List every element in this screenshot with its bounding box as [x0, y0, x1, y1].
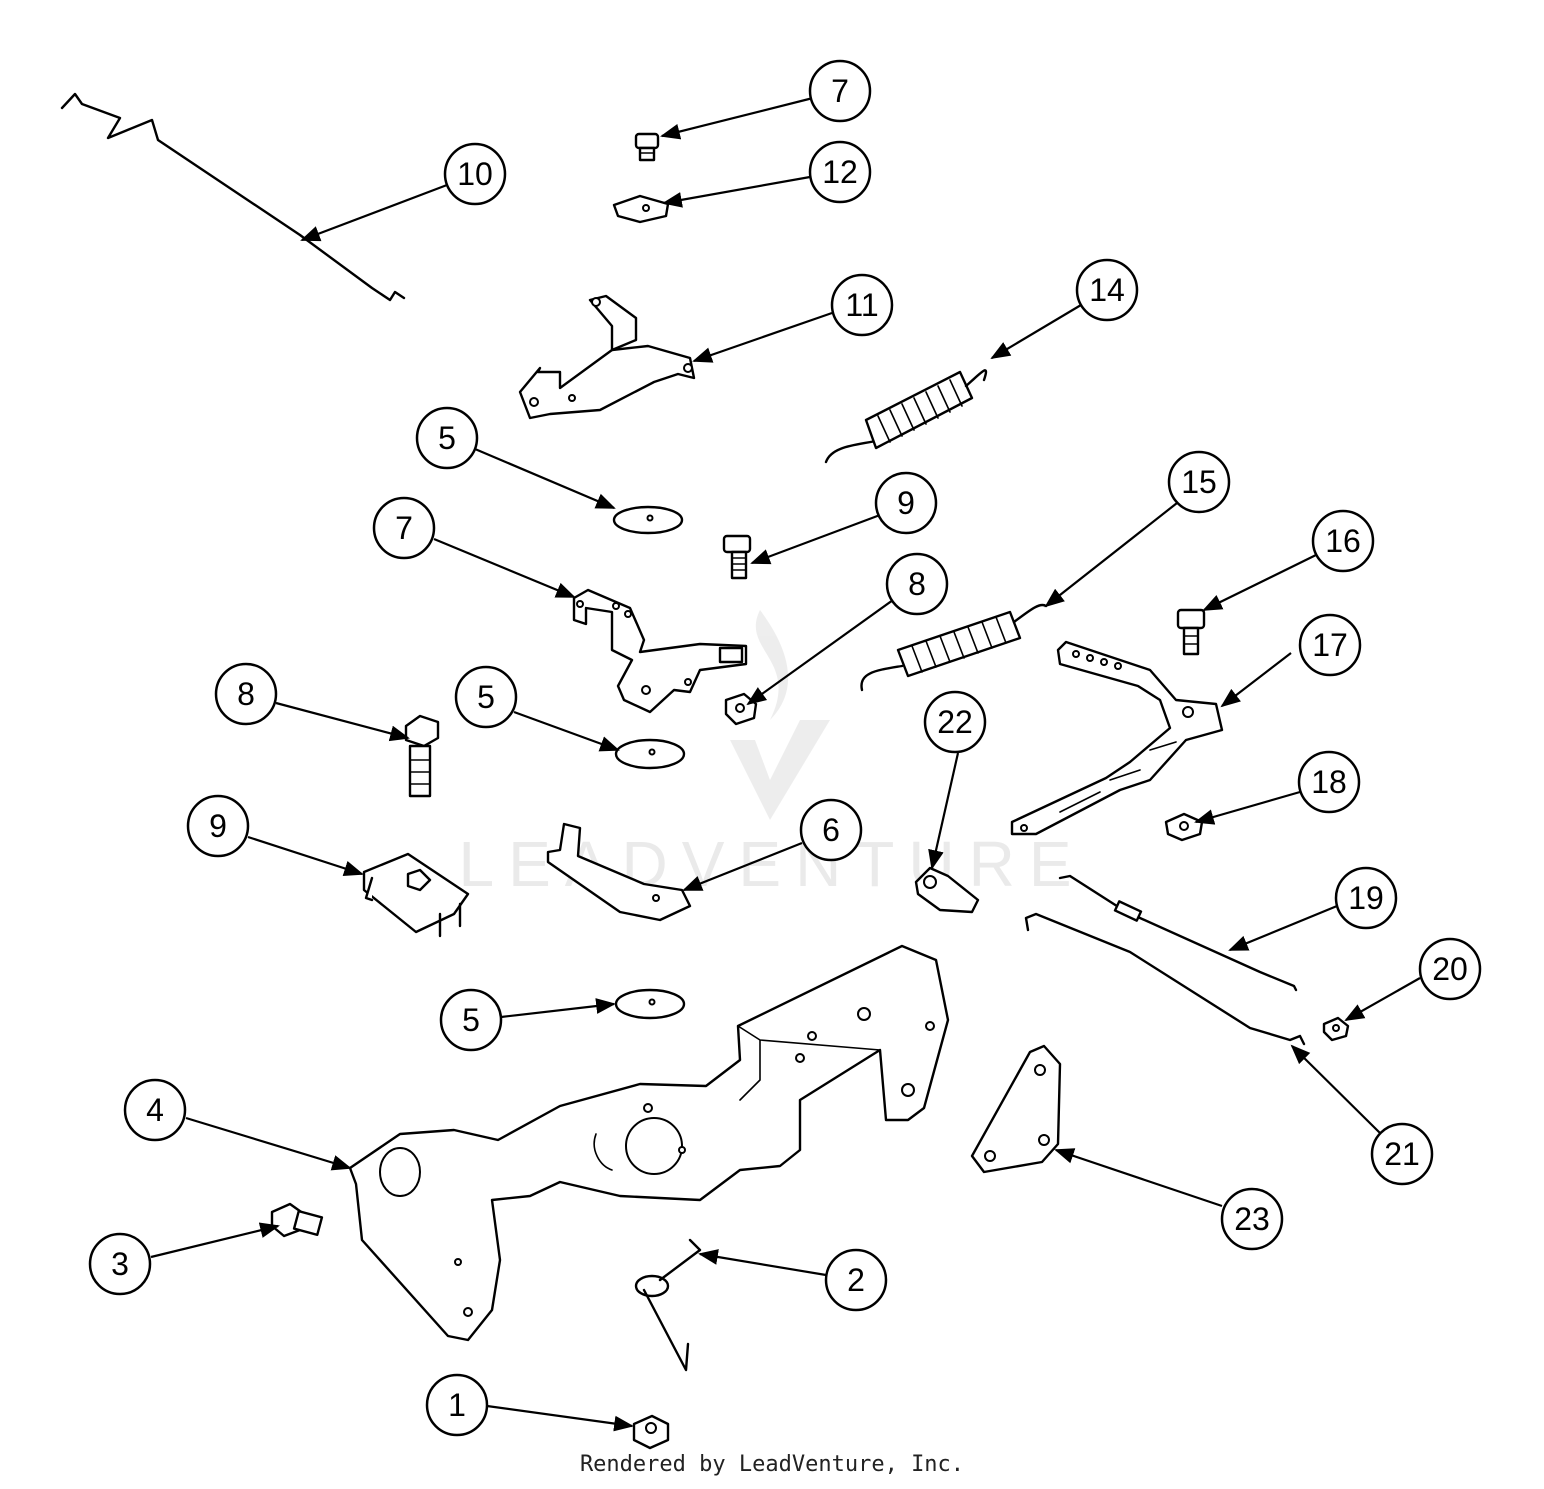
callout-19: 17 [1298, 613, 1362, 677]
callout-label: 7 [395, 510, 413, 546]
callout-18: 16 [1311, 509, 1375, 573]
callout-15: 7 [808, 59, 872, 123]
part-spring-16 [824, 369, 988, 464]
callout-25: 23 [1220, 1187, 1284, 1251]
callout-label: 14 [1089, 272, 1125, 308]
callout-label: 20 [1432, 951, 1468, 987]
callout-label: 22 [937, 704, 973, 740]
part-nut-1 [632, 1414, 670, 1450]
callout-5-top: 5 [415, 406, 479, 470]
callout-label: 8 [237, 676, 255, 712]
callout-22: 20 [1418, 937, 1482, 1001]
footer-credit: Rendered by LeadVenture, Inc. [579, 1452, 965, 1477]
callout-9: 7 [372, 496, 436, 560]
part-main-bracket-4 [348, 944, 950, 1342]
callout-21: 19 [1334, 866, 1398, 930]
part-washer-5c [614, 988, 686, 1020]
part-rod-23 [1024, 912, 1306, 1046]
part-rod-21 [1058, 874, 1298, 992]
callout-11: 9 [874, 471, 938, 535]
callout-label: 19 [1348, 880, 1384, 916]
callout-5-middle: 5 [454, 665, 518, 729]
callout-label: 11 [845, 287, 878, 323]
callout-label: 4 [146, 1092, 164, 1128]
callout-label: 5 [438, 420, 456, 456]
callout-label: 16 [1325, 523, 1361, 559]
callout-6: 6 [799, 798, 863, 862]
callout-13: 11 [830, 273, 894, 337]
part-bolt-18 [1176, 608, 1206, 656]
part-washer-5a [612, 505, 684, 535]
callout-label: 23 [1234, 1201, 1270, 1237]
part-washer-5b [614, 738, 686, 770]
part-bracket-13 [518, 294, 696, 420]
callout-label: 17 [1312, 627, 1348, 663]
part-bolt-8 [404, 714, 440, 798]
callout-label: 21 [1384, 1136, 1420, 1172]
callout-24: 22 [923, 690, 987, 754]
part-washer-14 [612, 194, 670, 224]
callout-label: 10 [457, 156, 493, 192]
callout-label: 18 [1311, 764, 1347, 800]
callout-3: 3 [88, 1232, 152, 1296]
part-plate-6 [546, 822, 692, 922]
callout-10: 8 [885, 552, 949, 616]
callout-label: 5 [477, 679, 495, 715]
callout-label: 6 [822, 812, 840, 848]
callout-label: 9 [209, 808, 227, 844]
callout-17: 15 [1167, 450, 1231, 514]
part-clip-7 [362, 852, 470, 938]
callout-20: 18 [1297, 750, 1361, 814]
callout-label: 15 [1181, 464, 1217, 500]
part-spring-17 [860, 603, 1048, 692]
part-screw-15 [634, 132, 660, 162]
callout-2: 2 [824, 1248, 888, 1312]
callout-7: 9 [186, 794, 250, 858]
callout-12: 10 [443, 142, 507, 206]
leader-lines [150, 96, 1421, 1432]
callout-label: 1 [448, 1387, 466, 1423]
callout-4: 4 [123, 1078, 187, 1142]
callout-23: 21 [1370, 1122, 1434, 1186]
callout-14: 12 [808, 140, 872, 204]
part-screw-3 [270, 1202, 324, 1238]
callout-label: 7 [831, 73, 849, 109]
part-bracket-9 [572, 588, 748, 714]
part-bracket-25 [970, 1044, 1062, 1174]
callout-16: 14 [1075, 258, 1139, 322]
part-lever-19 [1010, 640, 1224, 836]
callout-label: 3 [111, 1246, 129, 1282]
part-rod-12 [60, 92, 406, 302]
callout-label: 12 [822, 154, 858, 190]
callout-8: 8 [214, 662, 278, 726]
part-nut-10 [724, 692, 758, 726]
part-screw-11 [722, 534, 752, 580]
callout-label: 8 [908, 566, 926, 602]
part-nut-20 [1164, 812, 1204, 842]
callout-5-bottom: 5 [439, 988, 503, 1052]
callout-label: 5 [462, 1002, 480, 1038]
callout-label: 9 [897, 485, 915, 521]
callout-label: 2 [847, 1262, 865, 1298]
part-nut-22 [1322, 1016, 1350, 1042]
callout-1: 1 [425, 1373, 489, 1437]
part-spring-2 [634, 1238, 702, 1372]
